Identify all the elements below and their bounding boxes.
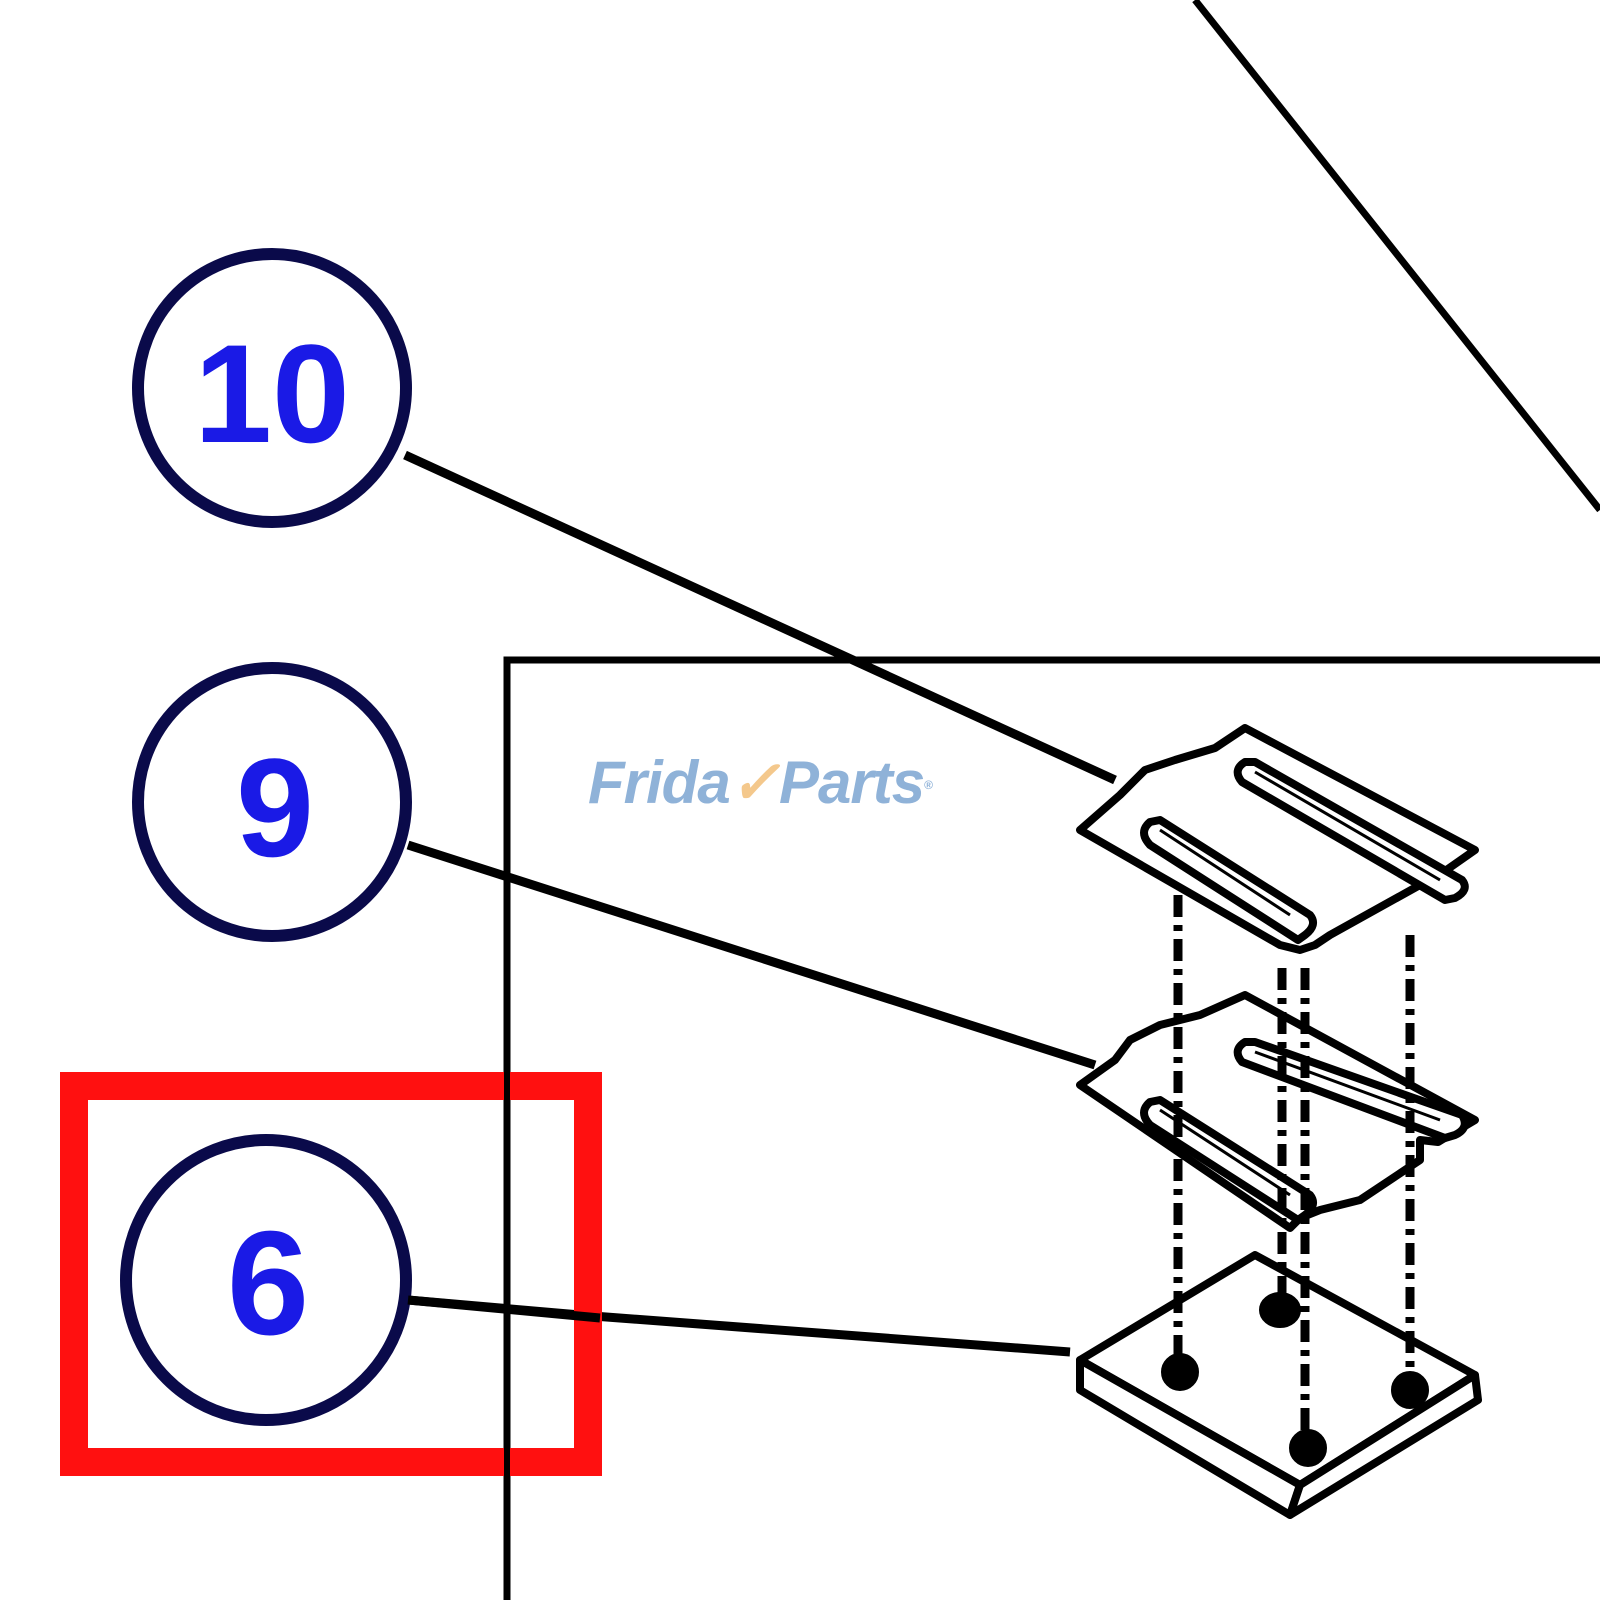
leader-line-10 bbox=[403, 450, 1117, 785]
callout-10[interactable]: 10 bbox=[132, 248, 412, 528]
frame-diagonal-line bbox=[1192, 0, 1600, 513]
callout-9[interactable]: 9 bbox=[132, 662, 412, 942]
callout-6-ring bbox=[120, 1134, 412, 1426]
callout-9-label: 9 bbox=[236, 729, 314, 886]
callout-6[interactable]: 6 bbox=[120, 1134, 412, 1426]
leader-line-6-overlay bbox=[407, 1295, 601, 1323]
watermark-text-parts: Parts bbox=[778, 749, 925, 816]
checkmark-icon: ✓ bbox=[729, 749, 780, 816]
callout-10-label: 10 bbox=[194, 315, 350, 472]
callout-6-label: 6 bbox=[227, 1201, 309, 1366]
part-10-plate bbox=[1076, 724, 1479, 954]
callout-10-ring bbox=[132, 248, 412, 528]
assembly-dashed-lines bbox=[1173, 895, 1415, 1430]
watermark-text-friday: Frida bbox=[588, 749, 731, 816]
callout-9-ring bbox=[132, 662, 412, 942]
registered-mark: ® bbox=[924, 778, 933, 792]
leader-line-9 bbox=[406, 840, 1097, 1070]
fridayparts-watermark-logo: Frida✓Parts® bbox=[588, 748, 933, 818]
highlight-box bbox=[60, 1072, 602, 1476]
